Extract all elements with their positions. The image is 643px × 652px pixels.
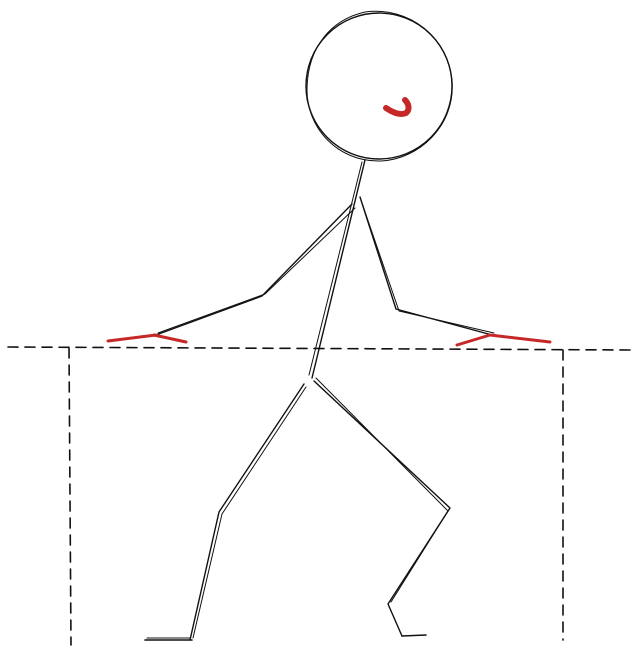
mouth-mark	[383, 97, 412, 118]
right-arm	[359, 196, 495, 336]
right-hand	[455, 333, 552, 347]
left-leg	[144, 383, 307, 641]
head-outline	[305, 12, 453, 160]
left-hand	[106, 333, 188, 344]
head-outline-sketch	[306, 10, 453, 162]
table-left-leg	[68, 347, 72, 646]
table-top-line	[7, 346, 633, 351]
table	[7, 346, 633, 646]
right-foot	[401, 634, 427, 637]
right-leg	[313, 377, 451, 637]
stick-figure	[106, 10, 552, 641]
torso	[308, 159, 366, 379]
left-arm	[155, 203, 356, 336]
head	[305, 10, 453, 162]
